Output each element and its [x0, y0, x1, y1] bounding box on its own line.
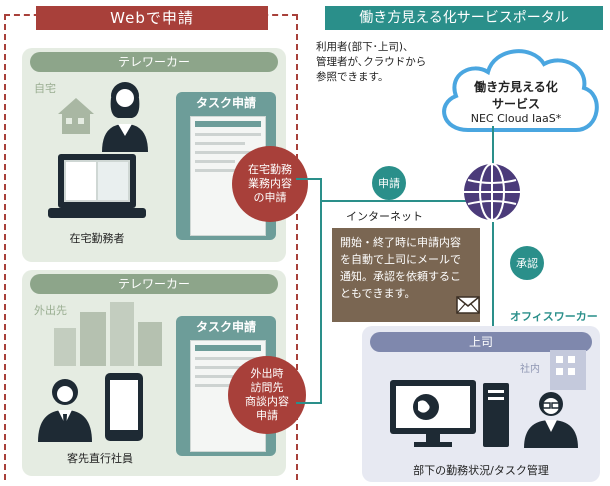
location-label: 自宅 — [34, 82, 56, 95]
internet-label: インターネット — [346, 210, 423, 223]
cloud-label: 働き方見える化 サービス NEC Cloud IaaS* — [450, 78, 582, 125]
portal-note-line: 利用者(部下･上司)、 — [316, 41, 414, 53]
bubble-line: 申請 — [256, 409, 278, 422]
note-line: を自動で上司にメールで — [340, 253, 461, 266]
bubble-line: 商談内容 — [245, 395, 289, 408]
apply-badge: 申請 — [372, 166, 406, 200]
task-request-title: タスク申請 — [195, 320, 256, 334]
field-request-bubble: 外出時 訪問先 商談内容 申請 — [228, 356, 306, 434]
office-building-icon — [550, 350, 586, 390]
connector-line — [492, 222, 494, 326]
panel-header: テレワーカー — [30, 52, 278, 72]
house-icon — [58, 98, 94, 134]
pc-tower-icon — [483, 383, 509, 447]
cloud-service-name: 働き方見える化 — [474, 80, 558, 94]
bubble-line: 業務内容 — [248, 177, 292, 190]
notification-note: 開始・終了時に申請内容 を自動で上司にメールで 通知。承認を依頼するこ ともでき… — [332, 228, 480, 322]
connector-line — [296, 178, 322, 180]
manager-person-icon — [524, 392, 578, 448]
approve-badge: 承認 — [510, 246, 544, 280]
portal-note-line: 参照できます。 — [316, 71, 389, 83]
woman-person-icon — [102, 82, 148, 152]
note-line: 通知。承認を依頼するこ — [340, 270, 461, 283]
office-header: 上司 — [370, 332, 592, 352]
bubble-line: 外出時 — [250, 367, 284, 380]
panel-header: テレワーカー — [30, 274, 278, 294]
field-worker-caption: 客先直行社員 — [67, 452, 133, 465]
buildings-icon — [54, 302, 162, 366]
connector-line — [320, 200, 468, 202]
office-location-label: 社内 — [520, 364, 540, 375]
bubble-line: 在宅勤務 — [248, 163, 292, 176]
cloud-service-name-2: サービス — [491, 97, 540, 111]
portal-title: 働き方見える化サービスポータル — [325, 6, 603, 30]
globe-icon — [464, 163, 520, 221]
monitor-icon — [390, 380, 476, 447]
home-worker-caption: 在宅勤務者 — [69, 232, 125, 245]
laptop-icon — [48, 154, 146, 218]
office-caption: 部下の勤務状況/タスク管理 — [413, 464, 549, 477]
businessman-icon — [38, 379, 92, 442]
cloud-icon — [442, 49, 599, 132]
connector-line — [296, 402, 322, 404]
connector-line — [492, 126, 494, 170]
location-label: 外出先 — [34, 304, 67, 317]
smartphone-icon — [105, 373, 143, 441]
connector-line — [320, 178, 322, 404]
task-request-title: タスク申請 — [195, 96, 256, 110]
cloud-platform: NEC Cloud IaaS* — [470, 112, 562, 125]
portal-note: 利用者(部下･上司)、 管理者が､クラウドから 参照できます。 — [316, 40, 446, 85]
bubble-line: の申請 — [253, 191, 287, 204]
portal-note-line: 管理者が､クラウドから — [316, 56, 427, 68]
office-worker-label: オフィスワーカー — [510, 310, 598, 323]
note-line: ともできます。 — [340, 287, 416, 300]
bubble-line: 訪問先 — [250, 381, 284, 394]
home-request-bubble: 在宅勤務 業務内容 の申請 — [232, 146, 308, 222]
web-title: Webで申請 — [36, 6, 268, 30]
mail-icon — [456, 296, 480, 314]
note-line: 開始・終了時に申請内容 — [340, 236, 461, 249]
